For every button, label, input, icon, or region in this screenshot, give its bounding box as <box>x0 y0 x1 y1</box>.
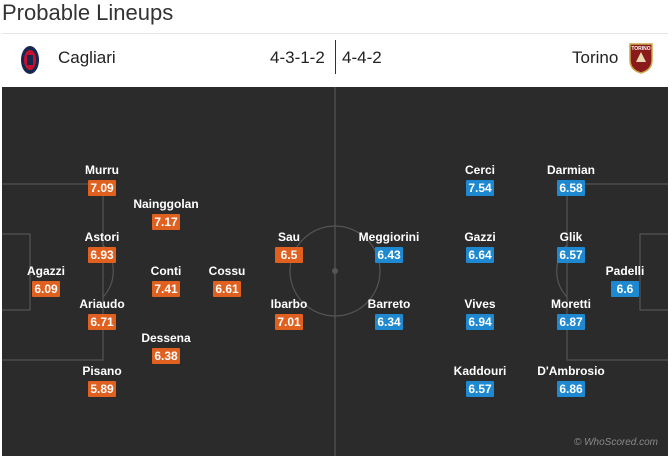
player-rating: 6.5 <box>275 247 303 263</box>
pitch-markings <box>2 87 668 456</box>
player-card[interactable]: Padelli 6.6 <box>585 264 665 298</box>
away-team-name[interactable]: Torino <box>572 48 619 67</box>
player-card[interactable]: Ibarbo 7.01 <box>249 297 329 331</box>
player-card[interactable]: Darmian 6.58 <box>531 163 611 197</box>
player-card[interactable]: Sau 6.5 <box>249 230 329 264</box>
player-card[interactable]: Ariaudo 6.71 <box>62 297 142 331</box>
player-rating: 6.57 <box>466 381 494 397</box>
home-team-name[interactable]: Cagliari <box>58 48 116 67</box>
player-name: Pisano <box>82 364 122 378</box>
player-card[interactable]: Meggiorini 6.43 <box>349 230 429 264</box>
torino-crest-icon: TORINO <box>628 42 654 74</box>
player-name: Cerci <box>464 163 496 177</box>
player-name: Murru <box>85 163 119 177</box>
player-rating: 5.89 <box>88 381 116 397</box>
player-card[interactable]: Cerci 7.54 <box>440 163 520 197</box>
cagliari-crest-icon <box>20 45 40 75</box>
page-title: Probable Lineups <box>2 0 174 25</box>
player-rating: 7.09 <box>88 180 116 196</box>
player-name: Conti <box>150 264 182 278</box>
player-rating: 6.87 <box>557 314 585 330</box>
player-card[interactable]: Barreto 6.34 <box>349 297 429 331</box>
player-card[interactable]: Vives 6.94 <box>440 297 520 331</box>
player-name: Astori <box>84 230 120 244</box>
pitch: Murru 7.09 Nainggolan 7.17 Astori 6.93 A… <box>2 87 668 456</box>
player-rating: 6.58 <box>557 180 585 196</box>
player-rating: 7.01 <box>275 314 303 330</box>
player-rating: 6.64 <box>466 247 494 263</box>
player-card[interactable]: Cossu 6.61 <box>187 264 267 298</box>
player-card[interactable]: Glik 6.57 <box>531 230 611 264</box>
player-rating: 6.34 <box>375 314 403 330</box>
player-name: Dessena <box>141 331 191 345</box>
away-formation: 4-4-2 <box>342 48 382 67</box>
player-name: Glik <box>559 230 583 244</box>
player-card[interactable]: Conti 7.41 <box>126 264 206 298</box>
player-name: Sau <box>277 230 300 244</box>
player-name: Agazzi <box>26 264 65 278</box>
player-name: Darmian <box>546 163 596 177</box>
player-name: Kaddouri <box>453 364 507 378</box>
player-name: Ariaudo <box>79 297 125 311</box>
player-card[interactable]: Kaddouri 6.57 <box>440 364 520 398</box>
player-rating: 6.38 <box>152 348 180 364</box>
player-rating: 6.71 <box>88 314 116 330</box>
source-credit: © WhoScored.com <box>573 437 658 448</box>
player-rating: 7.54 <box>466 180 494 196</box>
player-rating: 6.43 <box>375 247 403 263</box>
player-card[interactable]: Nainggolan 7.17 <box>126 197 206 231</box>
player-card[interactable]: Moretti 6.87 <box>531 297 611 331</box>
player-name: Vives <box>464 297 496 311</box>
player-name: Padelli <box>605 264 645 278</box>
player-card[interactable]: Astori 6.93 <box>62 230 142 264</box>
player-name: Gazzi <box>464 230 496 244</box>
player-rating: 6.57 <box>557 247 585 263</box>
player-card[interactable]: D'Ambrosio 6.86 <box>531 364 611 398</box>
player-name: Cossu <box>208 264 246 278</box>
player-card[interactable]: Murru 7.09 <box>62 163 142 197</box>
player-card[interactable]: Dessena 6.38 <box>126 331 206 365</box>
player-rating: 6.86 <box>557 381 585 397</box>
player-card[interactable]: Gazzi 6.64 <box>440 230 520 264</box>
torino-crest-text: TORINO <box>631 46 651 52</box>
player-rating: 6.94 <box>466 314 494 330</box>
player-rating: 6.6 <box>611 281 639 297</box>
player-name: Meggiorini <box>358 230 420 244</box>
player-rating: 6.61 <box>213 281 241 297</box>
player-rating: 6.93 <box>88 247 116 263</box>
player-card[interactable]: Agazzi 6.09 <box>6 264 86 298</box>
player-rating: 7.17 <box>152 214 180 230</box>
player-name: D'Ambrosio <box>537 364 605 378</box>
player-rating: 6.09 <box>32 281 60 297</box>
formation-divider <box>335 40 336 74</box>
player-rating: 7.41 <box>152 281 180 297</box>
player-name: Moretti <box>551 297 591 311</box>
home-formation: 4-3-1-2 <box>270 48 325 67</box>
player-name: Nainggolan <box>133 197 199 211</box>
player-card[interactable]: Pisano 5.89 <box>62 364 142 398</box>
player-name: Barreto <box>367 297 411 311</box>
player-name: Ibarbo <box>270 297 308 311</box>
